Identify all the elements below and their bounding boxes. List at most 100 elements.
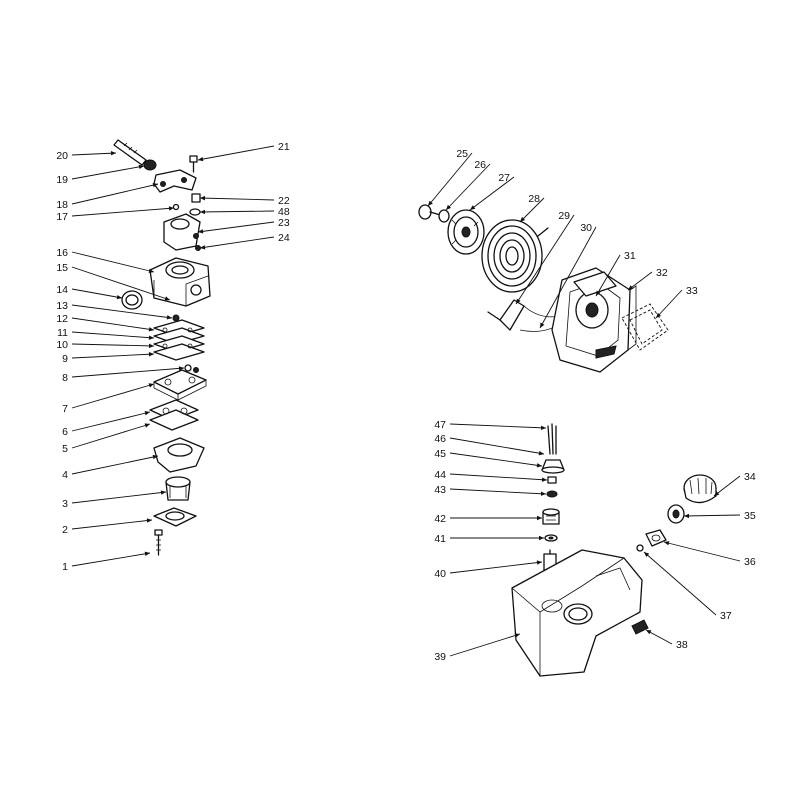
leader-line-34 [713,475,741,497]
leader-arrow-12 [148,327,154,332]
leader-arrow-39 [514,633,520,638]
part-6-5-gaskets [149,399,199,431]
part-label-41: 41 [434,533,446,545]
leader-arrow-18 [152,182,158,188]
part-24-screw [195,245,201,251]
leader-arrow-31 [596,290,601,296]
leader-arrow-43 [540,491,546,496]
leader-line-44 [449,473,548,481]
part-label-15: 15 [56,262,68,274]
part-label-47: 47 [434,419,446,431]
leader-line-43 [449,488,547,495]
leader-line-28 [519,197,545,223]
leader-arrow-14 [116,294,122,300]
part-label-38: 38 [676,639,688,651]
leader-line-9 [71,353,155,359]
part-28-recoil-spring [481,219,549,293]
part-label-28: 28 [528,193,540,205]
leader-arrow-28 [520,216,526,222]
leader-line-14 [71,288,123,299]
part-26-washer [438,209,450,223]
part-label-36: 36 [744,556,756,568]
leader-arrow-37 [644,552,650,557]
leader-arrow-1 [144,551,150,556]
part-47-fuel-lines [547,423,557,455]
leader-arrow-30 [540,322,545,328]
leader-line-10 [71,343,155,347]
leader-line-25 [427,152,473,207]
starter-assembly [418,204,669,373]
part-label-22: 22 [278,195,290,207]
part-label-11: 11 [57,327,68,339]
leader-arrow-44 [541,477,547,482]
part-label-9: 9 [62,353,68,365]
part-label-1: 1 [62,561,68,573]
part-21-screw [189,155,198,173]
leader-line-12 [71,317,155,331]
part-label-8: 8 [62,372,68,384]
leader-arrow-45 [536,463,542,468]
part-label-32: 32 [656,267,668,279]
part-12-9-diaphragm-stack [153,319,205,361]
leader-arrow-19 [138,164,144,170]
leader-line-22 [199,197,275,201]
leader-line-29 [515,214,575,305]
part-label-33: 33 [686,285,698,297]
part-label-44: 44 [434,469,446,481]
leader-line-1 [71,552,151,567]
part-label-5: 5 [62,443,68,455]
part-label-26: 26 [474,159,486,171]
leader-arrow-16 [148,268,154,273]
part-42-fuel-filter [542,508,560,525]
leader-arrow-35 [684,513,690,519]
leader-line-5 [71,423,151,449]
part-4-metering-cover [153,437,205,473]
leader-line-11 [71,331,155,339]
leader-line-13 [71,304,173,319]
part-label-30: 30 [580,222,592,234]
leader-arrow-40 [536,560,542,565]
part-label-48: 48 [278,206,290,218]
part-45-46-grommet [541,459,565,474]
leader-line-26 [445,163,491,211]
leader-arrow-23 [198,229,204,234]
part-25-screw [418,204,445,220]
leader-line-37 [643,551,717,616]
leader-arrow-20 [110,151,116,156]
leader-arrow-48 [200,209,206,215]
part-2-flange [153,507,197,527]
part-label-29: 29 [558,210,570,222]
part-44-fitting [547,476,557,484]
part-label-25: 25 [456,148,468,160]
leader-line-18 [71,183,159,205]
leader-arrow-9 [148,352,154,357]
part-label-37: 37 [720,610,732,622]
leader-arrow-21 [198,156,204,162]
leader-line-19 [71,165,145,180]
leader-arrow-5 [144,423,150,428]
part-14-seal [121,290,143,310]
part-label-42: 42 [434,513,446,525]
leader-line-6 [71,411,151,432]
part-33-gasket [621,303,669,351]
leader-arrow-29 [516,298,521,304]
part-27-starter-pulley [447,209,485,255]
leader-line-20 [71,152,117,156]
leader-arrow-8 [178,366,184,371]
leader-line-16 [71,251,155,273]
part-29-starter-handle [487,299,561,331]
leader-arrow-6 [144,411,150,416]
part-label-34: 34 [744,471,756,483]
part-19-spring [143,159,157,171]
part-35-retainer [667,504,685,524]
leader-arrow-4 [152,454,158,460]
part-label-23: 23 [278,217,290,229]
part-36-gasket [645,529,667,547]
leader-line-2 [71,519,153,530]
leader-arrow-36 [664,541,670,546]
part-label-2: 2 [62,524,68,536]
leader-line-27 [469,176,515,211]
part-18-throttle-lever [153,169,197,193]
part-label-19: 19 [56,174,68,186]
leader-line-40 [449,561,543,574]
